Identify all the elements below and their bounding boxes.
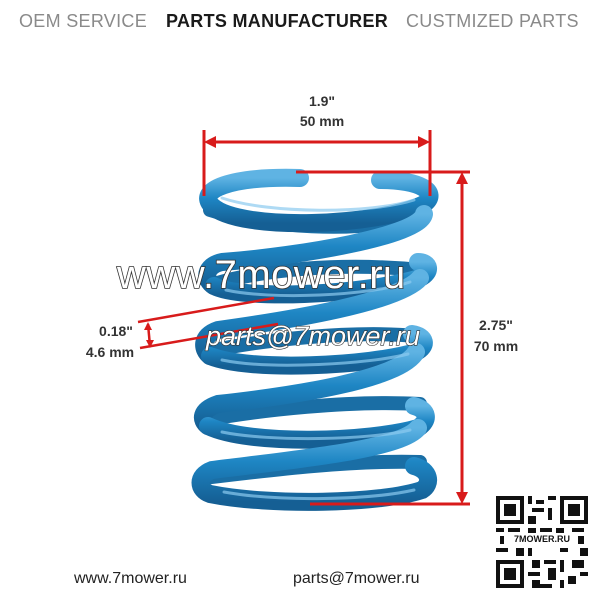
width-inch-label: 1.9" [309, 93, 335, 109]
height-mm-label: 70 mm [474, 338, 518, 354]
height-inch-label: 2.75" [479, 317, 513, 333]
oem-service-label: OEM SERVICE [19, 11, 147, 31]
width-mm-label: 50 mm [300, 113, 344, 129]
spring-coil [191, 168, 439, 511]
wire-thickness-dimension [137, 296, 279, 350]
header-bar: OEM SERVICE PARTS MANUFACTURER CUSTMIZED… [0, 0, 600, 40]
width-dimension [202, 130, 432, 196]
parts-manufacturer-label: PARTS MANUFACTURER [166, 11, 389, 31]
watermark-email: parts@7mower.ru [205, 321, 420, 351]
height-dimension [296, 170, 470, 506]
footer-website-link[interactable]: www.7mower.ru [74, 570, 187, 587]
wire-mm-label: 4.6 mm [86, 344, 134, 360]
watermark-site: www.7mower.ru [116, 253, 406, 297]
wire-inch-label: 0.18" [99, 323, 133, 339]
customized-parts-label: CUSTMIZED PARTS [406, 11, 579, 31]
qr-label: 7MOWER.RU [506, 533, 578, 546]
footer-email-link[interactable]: parts@7mower.ru [293, 570, 420, 587]
